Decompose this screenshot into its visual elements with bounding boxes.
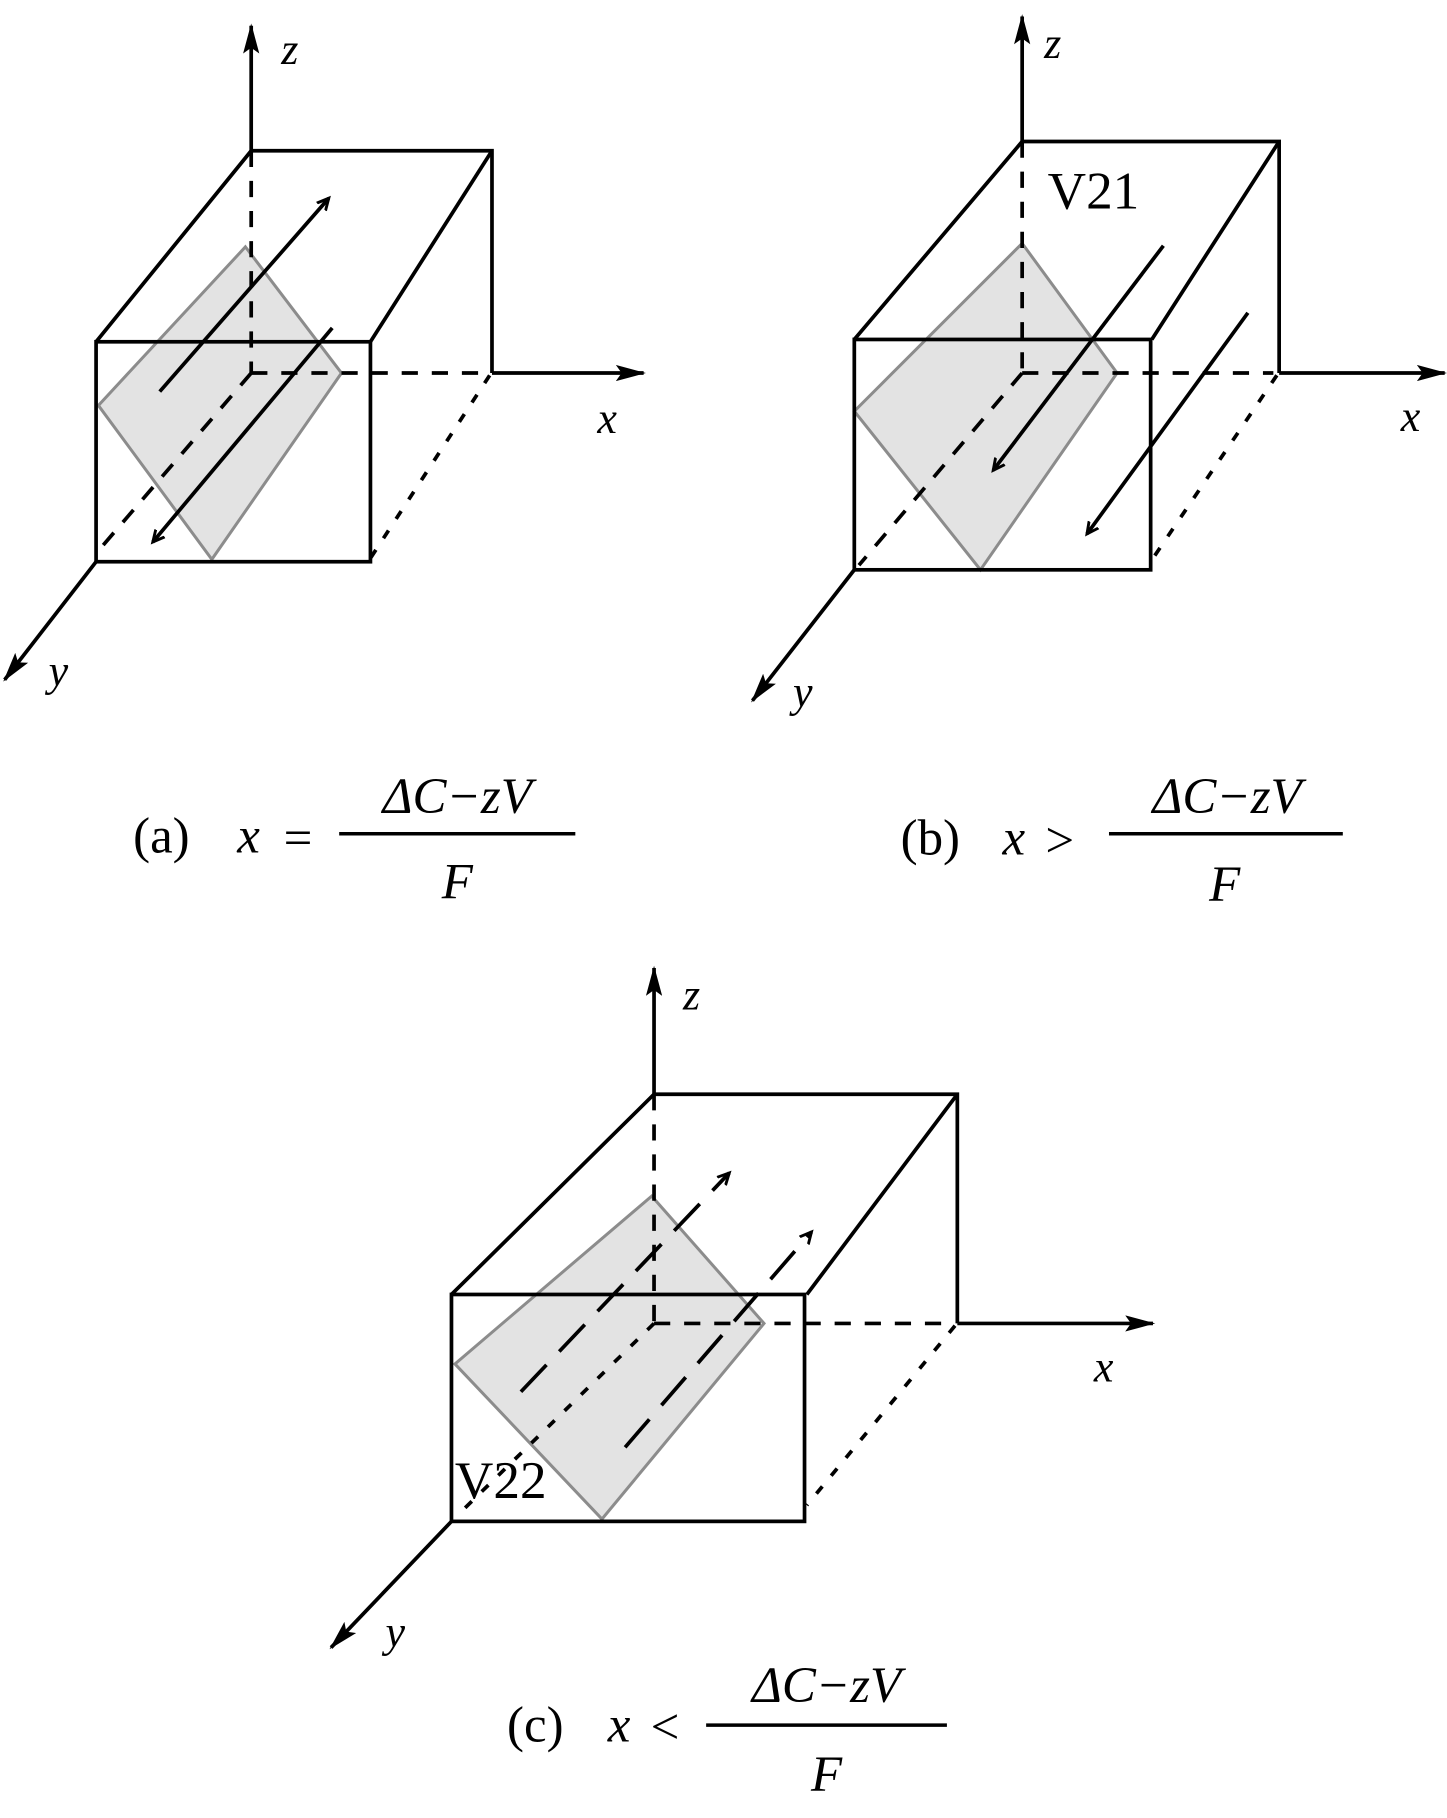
dashed-flow-arrow-2 [623,1232,811,1449]
flow-arrow-front-2 [1087,311,1250,534]
x-axis-label: x [1400,392,1421,441]
caption-denominator: F [1208,857,1241,913]
caption-tag: (c) [507,1697,564,1753]
caption-numerator: ΔC−zV [381,769,537,825]
y-axis-label: y [381,1607,405,1656]
box-outline [94,148,494,564]
caption-lhs: x [236,808,260,864]
caption-relation: = [284,811,313,867]
caption-a: (a) x = ΔC−zV F [133,769,576,911]
caption-numerator: ΔC−zV [750,1658,906,1714]
box-outline [852,139,1282,572]
caption-lhs: x [607,1697,631,1753]
flow-arrow-front [153,326,334,542]
y-axis-label: y [45,647,69,696]
shaded-plane [452,1193,766,1522]
box-outline [449,1092,960,1524]
shaded-plane [96,244,344,562]
z-axis-label: z [280,25,298,74]
caption-c: (c) x < ΔC−zV F [507,1658,947,1803]
x-axis-label: x [1093,1342,1114,1391]
caption-lhs: x [1001,811,1025,867]
caption-b: (b) x > ΔC−zV F [901,769,1343,913]
y-axis [3,560,98,682]
z-axis-label: z [682,971,700,1020]
y-axis [750,568,856,703]
caption-denominator: F [441,855,474,911]
x-axis-label: x [596,394,617,443]
caption-denominator: F [810,1747,843,1803]
z-axis-label: z [1043,19,1061,68]
region-label: V21 [1048,162,1140,221]
region-label: V22 [455,1451,547,1510]
caption-tag: (a) [133,808,190,864]
panel-c: V22 z x y (c) x < ΔC−zV F [329,965,1156,1803]
caption-numerator: ΔC−zV [1150,769,1306,825]
caption-tag: (b) [901,811,960,867]
dashed-flow-arrow-1 [519,1173,729,1393]
y-axis-label: y [789,667,813,716]
caption-relation: < [651,1700,680,1756]
caption-relation: > [1045,813,1074,869]
panel-b: V21 z x y (b) x > ΔC−zV F [750,14,1447,913]
flow-arrow-front-1 [993,244,1165,471]
y-axis [329,1520,453,1650]
panel-a: z x y (a) x = ΔC−zV F [3,23,646,911]
flow-arrow-back [158,198,329,393]
